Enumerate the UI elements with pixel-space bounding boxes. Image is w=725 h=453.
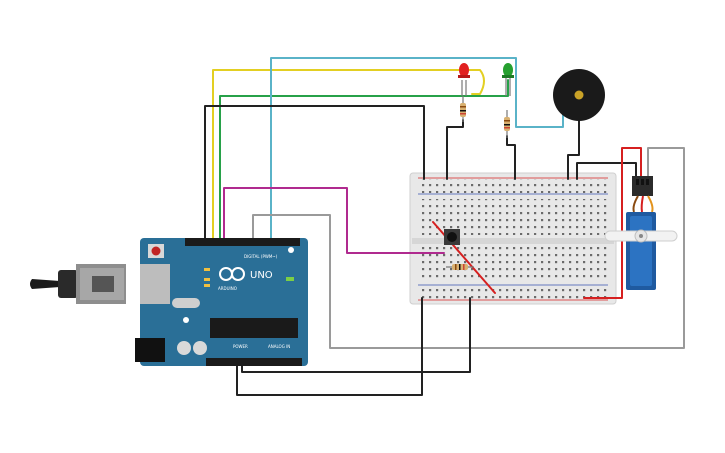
black-wire-green-led[interactable] xyxy=(506,135,516,180)
led-indicator-icon xyxy=(204,278,210,281)
board-brand: ARDUINO xyxy=(218,286,237,291)
crystal-oscillator xyxy=(172,298,200,308)
usb-socket xyxy=(140,264,170,304)
yellow-wire[interactable] xyxy=(212,69,485,245)
resistor-band xyxy=(459,264,461,270)
usb-plug-housing xyxy=(58,270,78,298)
wires xyxy=(204,57,685,396)
black-gnd-wire-top[interactable] xyxy=(204,105,425,245)
led-indicator-icon xyxy=(204,284,210,287)
black-wire-buzzer[interactable] xyxy=(567,116,580,180)
bottom-rail-holes xyxy=(418,286,608,300)
green-led-bulb xyxy=(503,63,513,77)
servo-wire-brown xyxy=(632,195,639,213)
black-wire-servo[interactable] xyxy=(576,162,637,181)
digital-header[interactable] xyxy=(185,238,300,246)
resistor-band xyxy=(504,120,510,122)
atmega-chip xyxy=(210,318,298,338)
digital-label: DIGITAL (PWM~) xyxy=(244,254,278,259)
green-led-base xyxy=(502,75,514,78)
green-led[interactable] xyxy=(502,63,514,96)
servo-wire-orange xyxy=(647,195,654,213)
arduino-logo-icon xyxy=(219,267,245,281)
usb-cable-end xyxy=(30,279,60,289)
red-wire-breadboard[interactable] xyxy=(432,221,496,294)
resistor-band xyxy=(504,127,510,129)
capacitor-icon xyxy=(177,341,191,355)
pulldown-resistor[interactable] xyxy=(446,264,474,270)
push-button[interactable] xyxy=(444,229,460,245)
on-led-icon xyxy=(286,277,294,281)
resistor-band xyxy=(504,124,510,126)
servo-pin xyxy=(641,179,644,185)
red-led-base xyxy=(458,75,470,78)
mounting-hole xyxy=(183,317,189,323)
red-wire-servo-power[interactable] xyxy=(583,147,642,299)
usb-cable[interactable] xyxy=(30,264,126,304)
power-analog-header[interactable] xyxy=(206,358,302,366)
breadboard[interactable] xyxy=(409,172,617,305)
gray-wire[interactable] xyxy=(252,147,685,349)
red-led[interactable] xyxy=(458,63,470,96)
lower-terminal-holes xyxy=(418,246,608,282)
buzzer-center xyxy=(574,90,584,100)
led-indicator-icon xyxy=(204,268,210,271)
top-rail-holes xyxy=(418,179,608,193)
resistor-band xyxy=(463,264,465,270)
resistor-band xyxy=(460,113,466,115)
green-led-resistor[interactable] xyxy=(504,110,510,138)
servo-face xyxy=(630,216,652,286)
cyan-wire[interactable] xyxy=(270,57,564,245)
black-wire-bottom-1[interactable] xyxy=(236,297,423,396)
red-led-bulb xyxy=(459,63,469,77)
servo-wire-red xyxy=(640,195,644,213)
green-wire[interactable] xyxy=(219,79,509,245)
reset-button[interactable] xyxy=(151,246,161,256)
center-channel xyxy=(412,238,614,244)
arduino-uno[interactable]: UNO ARDUINO DIGITAL (PWM~) POWER ANALOG … xyxy=(135,238,308,366)
magenta-wire[interactable] xyxy=(223,187,445,254)
mounting-hole xyxy=(288,247,294,253)
power-jack[interactable] xyxy=(135,338,165,362)
black-wire-red-led[interactable] xyxy=(446,119,464,180)
push-button-cap[interactable] xyxy=(447,232,457,242)
resistor-band xyxy=(455,264,457,270)
resistor-band xyxy=(460,110,466,112)
servo-pin xyxy=(636,179,639,185)
power-label: POWER xyxy=(233,344,248,349)
servo-pin xyxy=(646,179,649,185)
board-name: UNO xyxy=(250,270,273,281)
servo-screw xyxy=(639,234,643,238)
resistor-band xyxy=(460,106,466,108)
capacitor-icon xyxy=(193,341,207,355)
servo-motor[interactable] xyxy=(604,176,678,290)
usb-port-inner xyxy=(92,276,114,292)
analog-label: ANALOG IN xyxy=(268,344,290,349)
red-led-resistor[interactable] xyxy=(460,96,466,122)
piezo-buzzer[interactable] xyxy=(553,69,605,121)
